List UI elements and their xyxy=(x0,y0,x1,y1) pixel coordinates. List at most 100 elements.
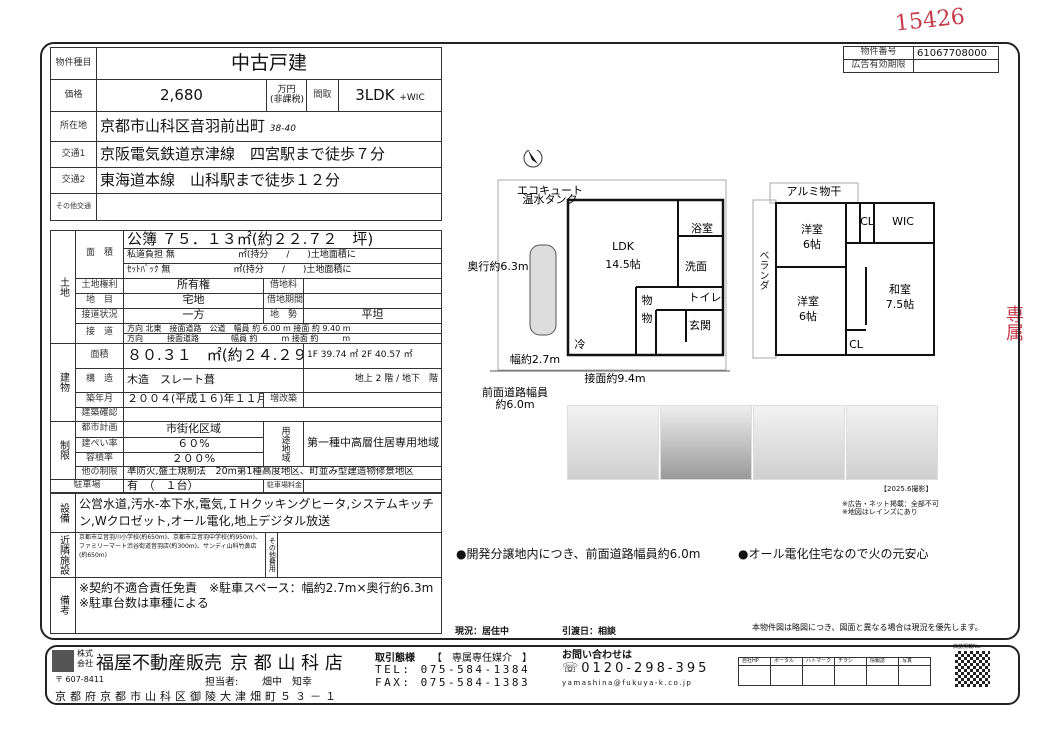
label: 広告有効期限 xyxy=(843,59,914,73)
section-land: 土地 xyxy=(50,230,76,344)
label: 担当者: xyxy=(205,677,239,688)
label: 面積 xyxy=(75,342,124,369)
svg-text:温水タンク: 温水タンク xyxy=(523,193,578,206)
label: ハトマーク xyxy=(802,657,835,666)
svg-text:洗面: 洗面 xyxy=(685,260,707,273)
stories: 地上 2 階 / 地下 階 xyxy=(303,367,442,393)
kitchen-photo xyxy=(660,405,752,480)
footer xyxy=(45,645,1020,705)
label: 物件種目 xyxy=(50,47,97,80)
built-date: ２００４(平成１６)年１１月 xyxy=(123,391,264,408)
svg-text:約6.0m: 約6.0m xyxy=(495,397,534,410)
label: 接 道 xyxy=(75,322,124,344)
qr-label: 広誌掲載No. xyxy=(953,644,982,650)
section-restrictions: 制限 xyxy=(50,420,76,480)
handwritten-number: 15426 xyxy=(893,4,967,37)
label: 地 勢 xyxy=(263,307,304,324)
label: 借地料 xyxy=(263,277,304,294)
company-name: 福屋不動産販売 xyxy=(96,653,222,674)
svg-text:物: 物 xyxy=(642,311,653,325)
svg-text:浴室: 浴室 xyxy=(691,221,713,235)
section-building: 建物 xyxy=(50,342,76,422)
parking-fee xyxy=(303,478,442,493)
branch-name: 京 都 山 科 店 xyxy=(230,653,343,674)
svg-text:洋室: 洋室 xyxy=(797,294,819,308)
svg-text:接面約9.4m: 接面約9.4m xyxy=(584,371,645,385)
svg-text:和室: 和室 xyxy=(889,282,911,296)
compass-icon xyxy=(523,150,543,168)
highlight-1: ●開発分譲地内につき、前面道路幅員約6.0m xyxy=(456,547,701,561)
phone: TEL: 075-584-1384 xyxy=(375,663,531,676)
price-unit: 万円(非課税) xyxy=(266,79,307,112)
label: 設備 xyxy=(50,492,76,533)
label: 駐車場 xyxy=(50,478,124,493)
label: 面 積 xyxy=(75,230,124,279)
label: 情報誌 xyxy=(866,657,899,666)
label: 地 目 xyxy=(75,292,124,309)
label: 借地期間 xyxy=(263,292,304,309)
label: 写真 xyxy=(898,657,931,666)
label: 容積率 xyxy=(75,451,124,467)
zoning: 第一種中高層住居専用地域 xyxy=(303,420,442,467)
label: 都市計画 xyxy=(75,420,124,438)
label: 駐車場料金 xyxy=(263,478,304,493)
svg-text:7.5帖: 7.5帖 xyxy=(886,298,915,311)
staff-name: 畑中 知幸 xyxy=(262,677,312,688)
building-area: ８０.３１ ㎡(約２４.２９ 坪) xyxy=(123,342,304,369)
transit-2: 東海道本線 山科駅まで徒歩１２分 xyxy=(96,167,442,194)
setback: ｾｯﾄﾊﾞｯｸ 無 ㎡(持分 / )土地面積に xyxy=(123,262,442,279)
road-2: 方向 接面道路 幅員 約 m 接面 約 m xyxy=(123,332,442,344)
floor-area-ratio: ２００% xyxy=(123,451,264,467)
photo-date: 【2025.6撮影】 xyxy=(880,485,933,493)
other-costs xyxy=(277,531,442,578)
bathroom-photo xyxy=(753,405,845,480)
svg-text:14.5帖: 14.5帖 xyxy=(605,258,641,271)
svg-text:物: 物 xyxy=(642,293,653,307)
company-logo-icon xyxy=(52,650,74,672)
label: 所在地 xyxy=(50,111,97,142)
svg-text:幅約2.7m: 幅約2.7m xyxy=(510,352,560,366)
postal-code: 〒 607-8411 xyxy=(55,675,105,684)
svg-text:エコキュート: エコキュート xyxy=(517,184,583,197)
disclaimer: 本物件図は略図につき、図面と異なる場合は現況を優先します。 xyxy=(752,623,983,632)
label: 用途地域 xyxy=(263,420,304,467)
structure: 木造 スレート葺 xyxy=(123,367,304,393)
private-road: 私道負担 無 ㎡(持分 / )土地面積に xyxy=(123,247,442,264)
transaction-type: 【 専属専任媒介 】 xyxy=(432,653,532,664)
svg-text:冷: 冷 xyxy=(575,338,586,351)
label: 取引態様 xyxy=(375,653,415,664)
highlight-2: ●オール電化住宅なので火の元安心 xyxy=(738,547,929,561)
city-plan: 市街化区域 xyxy=(123,420,264,438)
ad-period xyxy=(913,59,999,73)
free-dial: ☏0120-298-395 xyxy=(562,661,710,676)
svg-text:玄関: 玄関 xyxy=(689,318,711,332)
svg-text:LDK: LDK xyxy=(612,240,635,253)
renovation xyxy=(303,391,442,408)
label: 建築確認 xyxy=(75,406,124,422)
property-id: 61067708000 xyxy=(913,46,999,60)
other-restrictions: 準防火,盛土規制法 20m第1種高度地区、町並み型建造物修景地区 xyxy=(123,465,442,480)
road-status: 一方 xyxy=(123,307,264,324)
label: 構 造 xyxy=(75,367,124,393)
main-frame xyxy=(40,42,1020,640)
price: 2,680 xyxy=(96,79,267,112)
label: 間取 xyxy=(306,79,339,112)
land-area: 公簿 ７５．１３㎡(約２２.７２ 坪) xyxy=(123,230,442,249)
summary-table: 物件種目中古戸建 価格 2,680 万円(非課税) 間取 3LDK +WIC 所… xyxy=(50,47,442,221)
land-rights: 所有権 xyxy=(123,277,264,294)
label: 備考 xyxy=(50,576,76,634)
property-type: 中古戸建 xyxy=(96,47,442,80)
land-rent xyxy=(303,277,442,294)
veranda-label: ベランダ xyxy=(757,250,768,290)
details-stack: 土地面 積公簿 ７５．１３㎡(約２２.７２ 坪) 私道負担 無 ㎡(持分 / )… xyxy=(50,230,442,634)
remarks: ※契約不適合責任免責 ※駐車スペース：幅約2.7m×奥行約6.3m ※駐車台数は… xyxy=(75,576,442,634)
svg-text:CL: CL xyxy=(849,338,864,351)
svg-text:アルミ物干: アルミ物干 xyxy=(787,184,842,198)
svg-text:WIC: WIC xyxy=(892,215,914,228)
nearby-facilities: 京都市立音羽川小学校(約650m)、京都市立音羽中学校(約950m)、ファミリー… xyxy=(75,531,266,578)
address: 京都市山科区音羽前出町 38-40 xyxy=(96,111,442,142)
label: 物件番号 xyxy=(843,46,914,60)
svg-text:6帖: 6帖 xyxy=(803,238,821,251)
svg-text:前面道路幅員: 前面道路幅員 xyxy=(482,385,548,399)
